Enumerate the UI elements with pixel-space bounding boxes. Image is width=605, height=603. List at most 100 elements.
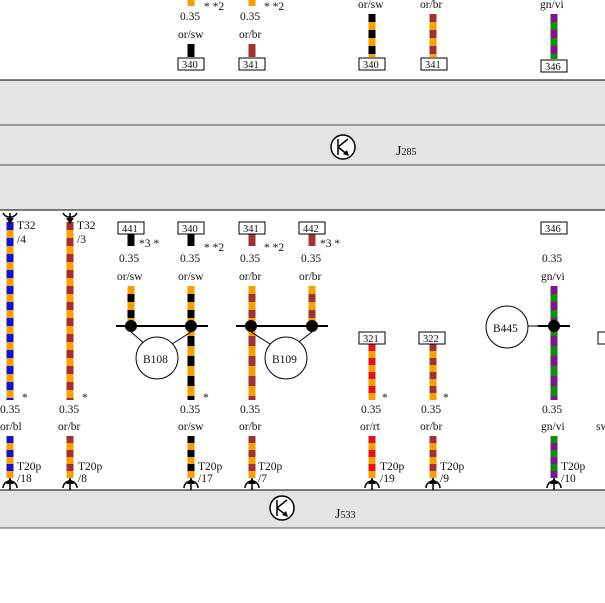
wire-segments [6,0,558,478]
wire-stub [308,234,316,246]
striped-wire [368,14,376,57]
wire-color-code: or/sw [178,29,204,41]
striped-wire [550,286,558,326]
connector-box [358,57,386,71]
connector-number: 346 [545,62,561,73]
connector-box [540,59,568,73]
splice-label: B445 [493,323,518,335]
connector-number: 340 [182,224,198,235]
connector-number: 321 [363,334,379,345]
pin-number: /8 [78,473,87,485]
wire-size: 0.35 [361,404,381,416]
wire-option-star: * [22,392,28,404]
pin-number: /19 [380,473,395,485]
connector-number: 341 [425,60,441,71]
striped-wire [127,286,135,326]
wire-stub [187,234,195,246]
wire-stub [248,0,256,6]
connector-number: 341 [243,60,259,71]
pin-arrow-icon [66,218,74,224]
striped-wire [66,436,74,478]
pin-number: /18 [17,473,32,485]
wire-color-code: or/br [239,29,262,41]
t20p-pin-group: T20p /18 T20p /8 T20p /17 T20p /7 T20p /… [2,461,586,490]
striped-wire [248,286,256,326]
splice-circle [485,305,529,349]
wire-size: 0.35 [421,404,441,416]
wire-color-code: or/bl [0,421,22,433]
t32-pin-group: T32 /4 T32 /3 [2,212,96,246]
pin-arrow-icon [368,478,376,484]
pin-name: T32 [77,220,96,232]
wire-color-code: gn/vi [541,421,565,433]
splice-leader [171,331,192,345]
connector-box [540,221,568,235]
pin-arrow-icon [66,478,74,484]
pin-number: /3 [77,234,86,246]
pin-name: T20p [198,461,223,473]
pin-name: T20p [440,461,465,473]
pin-arrow-icon [248,478,256,484]
wire-size: 0.35 [240,404,260,416]
wire-color-code: or/sw [178,271,204,283]
connector-number: 340 [363,60,379,71]
splice-dot [306,320,318,332]
wire-color-code: or/br [239,421,262,433]
wire-size: 0.35 [301,253,321,265]
striped-wire [308,286,316,326]
splice-dot [245,320,257,332]
wire-option-star: * [82,392,88,404]
connector-box [358,331,386,345]
splice-circle [264,336,308,380]
j285-label: J285 [396,144,416,159]
control-unit-bands [0,79,605,529]
striped-wire [550,436,558,478]
splice-junctions: B108 B109 B445 [116,305,570,380]
connector-number: 442 [303,224,319,235]
wire-stub [248,234,256,246]
wire-option-star: * [203,392,209,404]
connector-box [418,331,446,345]
wire-option-stars: * *2 [204,242,224,254]
band-upper [0,80,605,125]
band-j285 [0,125,605,165]
wire-size: 0.35 [180,404,200,416]
striped-wire [66,222,74,400]
connector-box-group: 441 340 341 442 346 321 322 [117,221,605,345]
wire-size: 0.35 [240,11,260,23]
pin-arrow-icon [429,478,437,484]
connector-box [238,221,266,235]
striped-wire [429,14,437,57]
splice-dot [125,320,137,332]
pin-name: T20p [561,461,586,473]
band-lower [0,165,605,210]
wire-size: 0.35 [119,253,139,265]
striped-wire [187,286,195,326]
wire-option-stars: *3 * [139,238,159,250]
wire-option-stars: *3 * [320,238,340,250]
wire-stub [248,44,256,57]
wire-option-stars: * *2 [204,1,224,13]
band-j533 [0,490,605,528]
wire-color-code: or/sw [117,271,143,283]
top-wire-group: 0.35 * *2 or/sw 340 0.35 * *2 or/br 341 … [177,0,568,73]
connector-number: 322 [423,334,439,345]
splice-label: B108 [143,354,168,366]
striped-wire [368,436,376,478]
wire-size: 0.35 [240,253,260,265]
wire-color-code: or/br [420,421,443,433]
striped-wire [6,222,14,400]
wire-size: 0.35 [0,404,20,416]
wire-color-code: or/sw [358,0,384,11]
connector-box [177,57,205,71]
pin-number: /4 [17,234,26,246]
splice-label: B109 [272,354,297,366]
striped-wire [550,326,558,400]
wire-option-star: * [443,392,449,404]
wire-size: 0.35 [59,404,79,416]
pin-name: T20p [258,461,283,473]
wire-color-code: sw [596,421,605,433]
wire-option-star: * [382,392,388,404]
wire-stub [187,0,195,6]
